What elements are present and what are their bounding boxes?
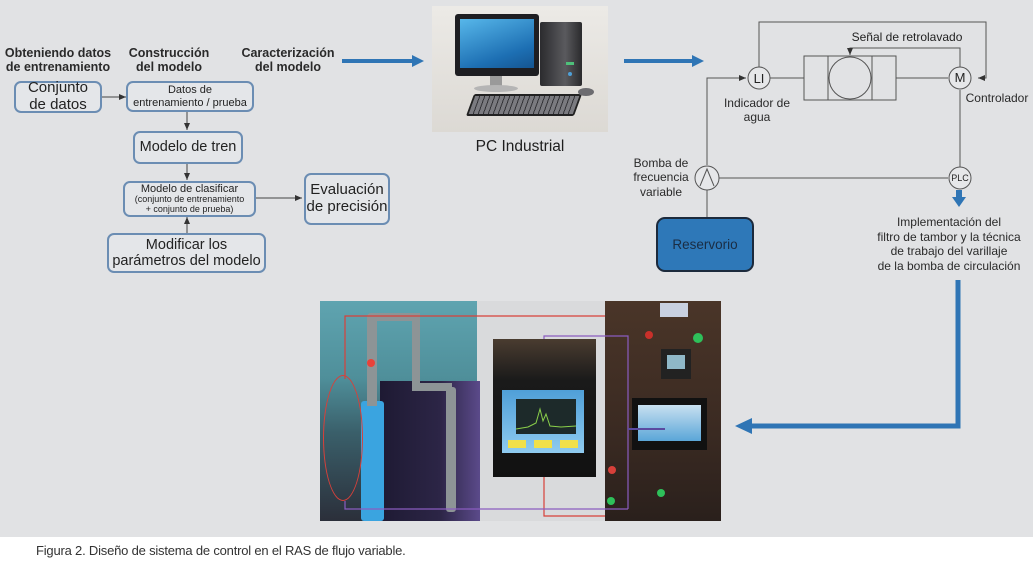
control-panel-photo bbox=[605, 301, 721, 521]
header-model-construction: Construcción del modelo bbox=[128, 46, 210, 75]
box-dataset: Conjunto de datos bbox=[14, 79, 102, 113]
drum-filter-symbol bbox=[803, 55, 897, 101]
water-indicator-label: Indicador de agua bbox=[723, 96, 791, 124]
keyboard-icon bbox=[465, 94, 583, 116]
li-symbol-text: LI bbox=[753, 71, 765, 86]
arrow-plc-down bbox=[952, 190, 966, 207]
box-classify-model: Modelo de clasificar (conjunto de entren… bbox=[123, 181, 256, 217]
header-obtaining-data: Obteniendo datos de entrenamiento bbox=[4, 46, 112, 75]
plc-symbol-text: PLC bbox=[951, 173, 969, 183]
li-instrument-symbol bbox=[747, 66, 771, 90]
classify-title: Modelo de clasificar bbox=[140, 182, 239, 195]
box-train-test-data: Datos de entrenamiento / prueba bbox=[126, 81, 254, 112]
reservoir-label: Reservorio bbox=[672, 237, 738, 252]
plc-symbol bbox=[948, 166, 972, 190]
arrow-control-to-photos bbox=[735, 280, 961, 434]
backwash-signal-label: Señal de retrolavado bbox=[851, 30, 963, 44]
box-precision-evaluation: Evaluación de precisión bbox=[304, 173, 390, 225]
hmi-screen-photo bbox=[493, 339, 596, 477]
schematic-wiring bbox=[706, 21, 987, 217]
photo-wiring bbox=[344, 315, 665, 517]
pc-tower-icon bbox=[540, 22, 582, 86]
monitor-icon bbox=[455, 14, 539, 76]
arrow-left-to-pc bbox=[342, 55, 424, 67]
equipment-photo bbox=[320, 301, 480, 521]
controller-label: Controlador bbox=[965, 91, 1029, 105]
variable-pump-label: Bomba de frecuencia variable bbox=[633, 156, 689, 199]
reservoir-box: Reservorio bbox=[656, 217, 754, 272]
blue-cylinder bbox=[361, 401, 384, 521]
figure-caption: Figura 2. Diseño de sistema de control e… bbox=[36, 543, 406, 558]
m-controller-symbol bbox=[948, 66, 972, 90]
classify-subtitle: (conjunto de entrenamiento + conjunto de… bbox=[134, 194, 245, 215]
industrial-pc-image bbox=[432, 6, 608, 132]
header-model-characterization: Caracterización del modelo bbox=[241, 46, 335, 75]
arrow-pc-to-control bbox=[624, 55, 704, 67]
mouse-icon bbox=[578, 88, 594, 96]
highlight-ellipse bbox=[323, 375, 363, 501]
purple-wire-top bbox=[543, 335, 629, 509]
m-symbol-text: M bbox=[954, 70, 966, 85]
pc-industrial-label: PC Industrial bbox=[475, 138, 565, 155]
purple-wire-bottom bbox=[344, 501, 628, 510]
hmi-trend-line bbox=[516, 407, 576, 430]
photo-composite bbox=[320, 301, 721, 521]
red-wire-top bbox=[344, 315, 605, 379]
red-wire-bottom bbox=[543, 477, 605, 517]
implementation-label: Implementación del filtro de tambor y la… bbox=[877, 215, 1021, 273]
pump-symbol bbox=[694, 165, 720, 191]
box-train-model: Modelo de tren bbox=[133, 131, 243, 164]
box-modify-parameters: Modificar los parámetros del modelo bbox=[107, 233, 266, 273]
